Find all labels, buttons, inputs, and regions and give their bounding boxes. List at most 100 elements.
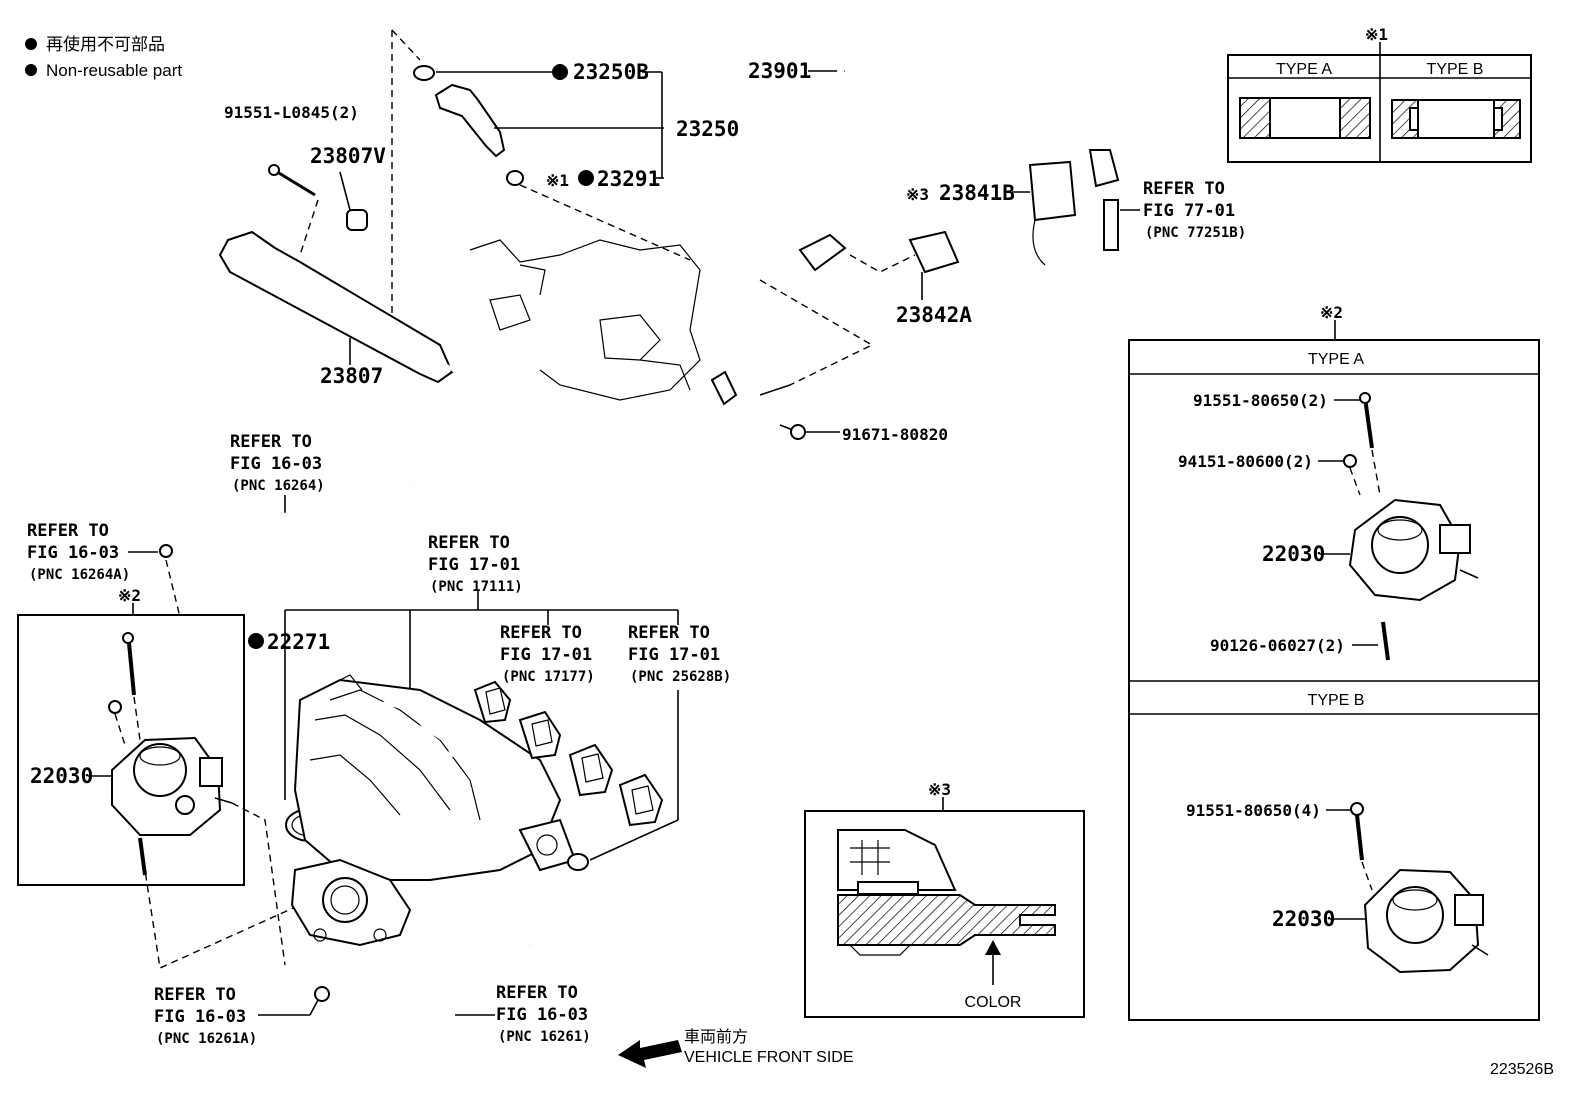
nut-icon: [1343, 454, 1357, 468]
refer-fig-16-03-16261: REFER TO FIG 16-03 (PNC 16261): [335, 941, 591, 1045]
part-91551-80650-4: 91551-80650(4): [1186, 801, 1321, 820]
note3-color-box: ※3 COLOR: [804, 780, 1085, 1018]
intake-manifold-assembly: 22271: [248, 590, 679, 947]
part-91551-80650-2: 91551-80650(2): [1193, 391, 1328, 410]
engine-head-outline: [469, 239, 701, 401]
delivery-pipe-icon: [218, 230, 454, 384]
refer-to-label: REFER TO: [628, 623, 710, 643]
bolt-icon: [127, 642, 136, 696]
stud-bolt-icon: [1381, 621, 1390, 661]
refer-fig-17-01-25628B: REFER TO FIG 17-01 (PNC 25628B): [628, 623, 731, 685]
part-91551-L0845: 91551-L0845(2): [224, 103, 359, 122]
fig-16-03-label: FIG 16-03: [154, 1007, 246, 1027]
non-reusable-dot-icon: [25, 38, 37, 50]
non-reusable-dot-icon: [578, 170, 594, 186]
refer-to-label: REFER TO: [230, 432, 312, 452]
refer-fig-77-01: REFER TO FIG 77-01 (PNC 77251B): [1143, 179, 1246, 241]
bolt-head-icon: [1350, 802, 1364, 816]
note-1-title: ※1: [1365, 25, 1388, 44]
spacer-icon: [346, 209, 368, 231]
note-mark-3: ※3: [906, 185, 929, 204]
refer-to-label: REFER TO: [154, 985, 236, 1005]
type-a-insulator-section-icon: [1239, 97, 1371, 139]
vehicle-front-ja: 車両前方: [684, 1028, 748, 1046]
fuel-tube-icon: [1103, 199, 1119, 251]
type-a-throttle-label: TYPE A: [1308, 351, 1364, 368]
part-91671-80820: 91671-80820: [842, 425, 948, 444]
refer-to-label: REFER TO: [496, 983, 578, 1003]
quick-connector-icon: [1028, 160, 1077, 222]
part-23842A: 23842A: [896, 303, 972, 327]
quick-connector-color-icon: [837, 829, 1056, 956]
refer-to-label: REFER TO: [1143, 179, 1225, 199]
o-ring-icon: [567, 853, 589, 871]
retainer-icon: [908, 230, 960, 274]
part-22030-left: 22030: [30, 764, 93, 788]
hose-connector-icon: [798, 233, 847, 272]
pnc-17177-label: (PNC 17177): [502, 669, 595, 685]
refer-to-label: REFER TO: [500, 623, 582, 643]
refer-fig-17-01-17177: REFER TO FIG 17-01 (PNC 17177): [500, 623, 595, 685]
refer-fig-16-03-16261A: REFER TO FIG 16-03 (PNC 16261A): [154, 985, 330, 1047]
pnc-16264-label: (PNC 16264): [232, 478, 325, 494]
delivery-pipe: 91551-L0845(2) 23807V 23807 91671-80820: [218, 103, 948, 444]
insulator-icon: [506, 170, 524, 186]
refer-fig-16-03-16264: REFER TO FIG 16-03 (PNC 16264): [153, 432, 434, 530]
nut-icon: [108, 700, 122, 714]
type-b-label: TYPE B: [1427, 61, 1484, 78]
type-b-insulator-section-icon: [1391, 99, 1521, 139]
refer-fig-17-01-17111: REFER TO FIG 17-01 (PNC 17111): [428, 533, 523, 595]
type-a-label: TYPE A: [1276, 61, 1332, 78]
fuel-hose-23901: 23901 ※3 23841B 23842A: [748, 28, 1140, 327]
bolt-icon: [1363, 397, 1374, 449]
fuel-injector-icon: [434, 83, 506, 158]
front-arrow-icon: [618, 1040, 682, 1068]
part-22271: 22271: [267, 630, 330, 654]
part-22030-type-a: 22030: [1262, 542, 1325, 566]
intake-gasket-icon: [473, 680, 664, 827]
non-reusable-dot-icon: [248, 633, 264, 649]
hose-clip-icon: [314, 986, 330, 1002]
non-reusable-dot-icon: [25, 64, 37, 76]
legend-en: Non-reusable part: [46, 61, 182, 80]
pnc-16261A-label: (PNC 16261A): [156, 1031, 257, 1047]
part-23807V: 23807V: [310, 144, 386, 168]
note2-left-box: ※2 22030: [17, 586, 301, 970]
color-label: COLOR: [965, 994, 1022, 1011]
vehicle-front-en: VEHICLE FRONT SIDE: [684, 1049, 854, 1066]
pnc-77251B-label: (PNC 77251B): [1145, 225, 1246, 241]
pnc-17111-label: (PNC 17111): [430, 579, 523, 595]
throttle-body-left-icon: [111, 736, 233, 836]
hose-clip-icon: [159, 544, 173, 558]
fig-77-01-label: FIG 77-01: [1143, 201, 1235, 221]
fig-17-01-label: FIG 17-01: [500, 645, 592, 665]
o-ring-icon: [413, 65, 435, 81]
bolt-icon: [273, 168, 316, 197]
pnc-16264A-label: (PNC 16264A): [29, 567, 130, 583]
fig-16-03-label: FIG 16-03: [230, 454, 322, 474]
non-reusable-dot-icon: [552, 64, 568, 80]
throttle-body-type-a-icon: [1348, 498, 1479, 602]
bolt-head-icon: [122, 632, 134, 644]
type-b-throttle-label: TYPE B: [1308, 692, 1365, 709]
fig-17-01-label: FIG 17-01: [428, 555, 520, 575]
fig-16-03-label: FIG 16-03: [27, 543, 119, 563]
arrow-up-icon: [985, 940, 1001, 955]
legend-ja: 再使用不可部品: [46, 34, 165, 54]
part-23250B: 23250B: [573, 60, 649, 84]
pnc-25628B-label: (PNC 25628B): [630, 669, 731, 685]
note2-throttle-box: ※2 TYPE A TYPE B 91551-80650(2) 94151-80…: [1128, 303, 1540, 1021]
pipe-bracket-icon: [710, 370, 738, 406]
part-23841B: 23841B: [939, 181, 1015, 205]
diagram-code: 223526B: [1490, 1061, 1554, 1078]
fuel-injector-assembly: 23250B 23250 ※1 23291: [391, 29, 739, 320]
vehicle-front-indicator: 車両前方 VEHICLE FRONT SIDE: [618, 1028, 854, 1068]
refer-to-label: REFER TO: [27, 521, 109, 541]
intake-manifold-icon: [290, 674, 577, 947]
fig-16-03-label: FIG 16-03: [496, 1005, 588, 1025]
note-3-title: ※3: [928, 780, 951, 799]
part-23250: 23250: [676, 117, 739, 141]
bolt-icon: [1355, 814, 1364, 861]
part-90126-06027: 90126-06027(2): [1210, 636, 1345, 655]
